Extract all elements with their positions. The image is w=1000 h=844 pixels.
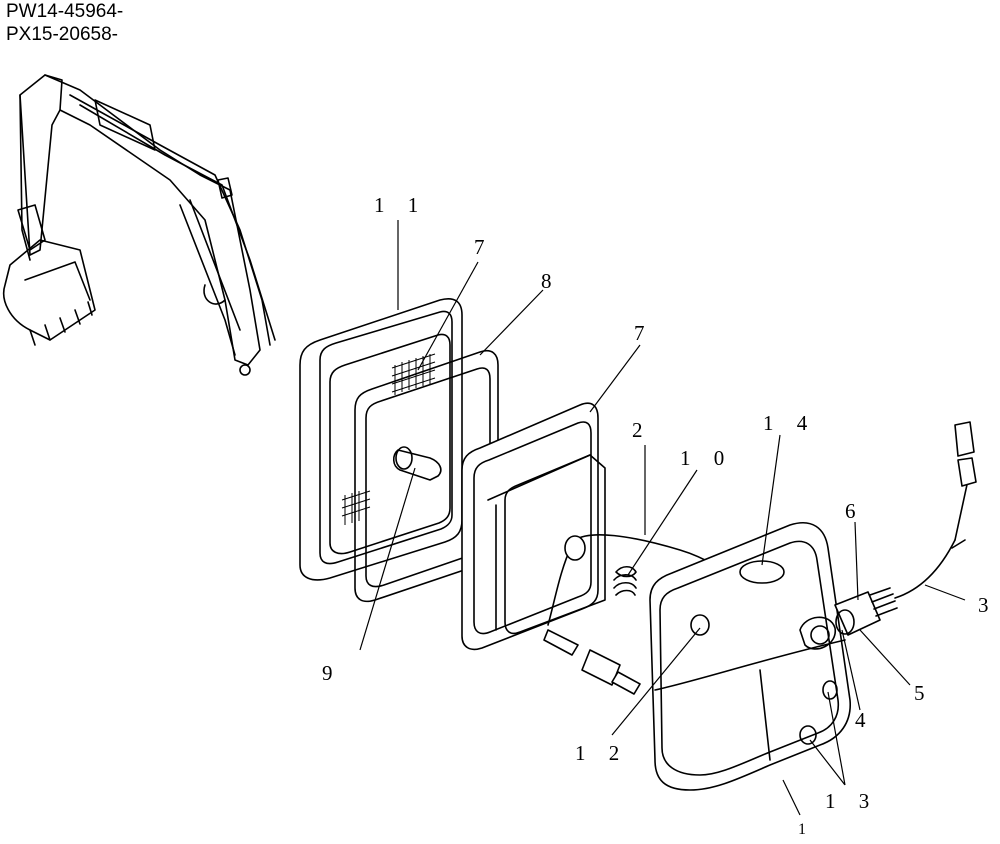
serial-range-1: PW14-45964- [6, 1, 124, 22]
callout-4: 4 [855, 708, 875, 732]
callout-10: 1 0 [680, 446, 733, 470]
callout-8: 8 [541, 269, 561, 293]
callout-3: 3 [978, 593, 998, 617]
callout-7a: 7 [474, 235, 494, 259]
callout-1: 1 [798, 821, 815, 838]
part-1-housing [649, 421, 977, 791]
socket-wiring [543, 534, 761, 695]
callout-2: 2 [632, 418, 652, 442]
callout-12: 1 2 [575, 741, 628, 765]
callout-11: 1 1 [374, 193, 427, 217]
callout-14: 1 4 [763, 411, 816, 435]
callout-9: 9 [322, 661, 342, 685]
part-11-housing [299, 298, 463, 581]
serial-range-2: PX15-20658- [6, 24, 118, 45]
callout-13: 1 3 [825, 789, 878, 813]
callout-7b: 7 [634, 321, 654, 345]
callout-labels: 1 1 7 8 7 2 1 0 1 4 6 3 5 4 9 1 2 1 3 1 [322, 193, 998, 838]
excavator-arm-illustration [3, 74, 276, 376]
callout-5: 5 [914, 681, 934, 705]
part-7-lens-frame [461, 402, 606, 651]
leader-lines [359, 220, 966, 816]
callout-6: 6 [845, 499, 865, 523]
